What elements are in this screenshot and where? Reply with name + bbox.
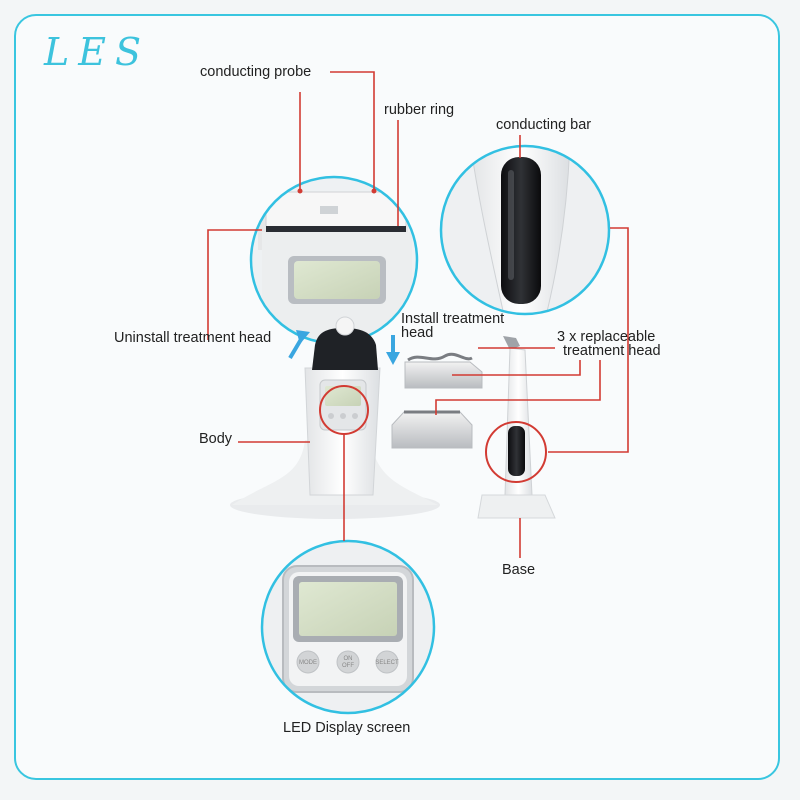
label-base: Base: [502, 562, 536, 578]
main-device: [230, 316, 440, 519]
label-replaceable-line1: 3 x replaceable: [557, 329, 656, 345]
callout-led-display: MODE ON OFF SELECT: [260, 539, 436, 715]
label-conducting-probe: conducting probe: [200, 64, 312, 80]
uninstall-arrow-icon: [288, 330, 310, 360]
treatment-head-2: [391, 410, 473, 449]
mode-button-label: MODE: [299, 660, 317, 666]
spatula-device: [477, 336, 556, 519]
label-install-treatment-line2: head: [401, 325, 434, 341]
brand-logo: LES: [44, 30, 151, 74]
bar-highlight-circle: [485, 421, 547, 483]
label-install-treatment-line1: Install treatment: [401, 311, 505, 327]
on-button-label: ON: [344, 656, 353, 662]
treatment-head-1: [404, 352, 483, 389]
callout-probe: [249, 175, 419, 345]
label-rubber-ring: rubber ring: [384, 102, 455, 118]
select-button-label: SELECT: [375, 660, 399, 666]
off-button-label: OFF: [342, 663, 354, 669]
leader-lines: [207, 71, 629, 558]
label-replaceable-line2: treatment head: [563, 343, 661, 359]
install-arrow-icon: [386, 335, 400, 365]
label-body: Body: [199, 431, 233, 447]
label-led-display-screen: LED Display screen: [283, 720, 411, 736]
label-conducting-bar: conducting bar: [496, 117, 592, 133]
label-uninstall-treatment-head: Uninstall treatment head: [114, 330, 272, 346]
callout-conducting-bar: [439, 144, 611, 316]
